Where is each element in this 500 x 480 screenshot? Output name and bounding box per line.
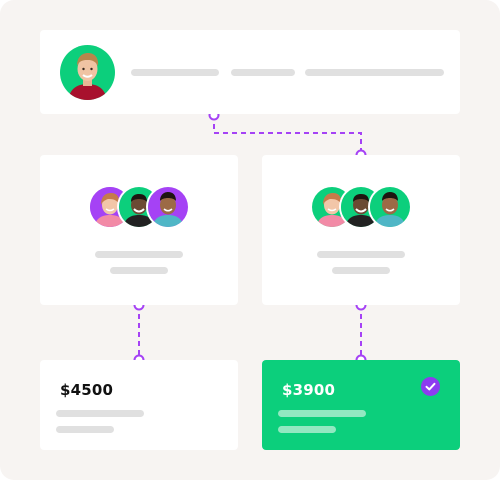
connector-top-to-right	[213, 115, 362, 155]
placeholder-bar	[110, 267, 168, 274]
offer-price: $4500	[60, 381, 114, 399]
placeholder-bar	[305, 69, 444, 76]
placeholder-bar	[95, 251, 183, 258]
check-icon	[421, 377, 440, 396]
placeholder-bar	[278, 410, 366, 417]
group-card-right	[262, 155, 460, 305]
profile-card	[40, 30, 460, 114]
placeholder-bar	[56, 426, 114, 433]
placeholder-bar	[231, 69, 295, 76]
placeholder-bar	[332, 267, 390, 274]
group-card-left	[40, 155, 238, 305]
offer-card-selected[interactable]: $3900	[262, 360, 460, 450]
placeholder-bar	[56, 410, 144, 417]
person-avatar	[60, 45, 115, 100]
placeholder-bar	[278, 426, 336, 433]
person-avatar	[148, 187, 188, 227]
offer-card[interactable]: $4500	[40, 360, 238, 450]
placeholder-bar	[317, 251, 405, 258]
offer-price: $3900	[282, 381, 336, 399]
placeholder-bar	[131, 69, 219, 76]
person-avatar	[370, 187, 410, 227]
